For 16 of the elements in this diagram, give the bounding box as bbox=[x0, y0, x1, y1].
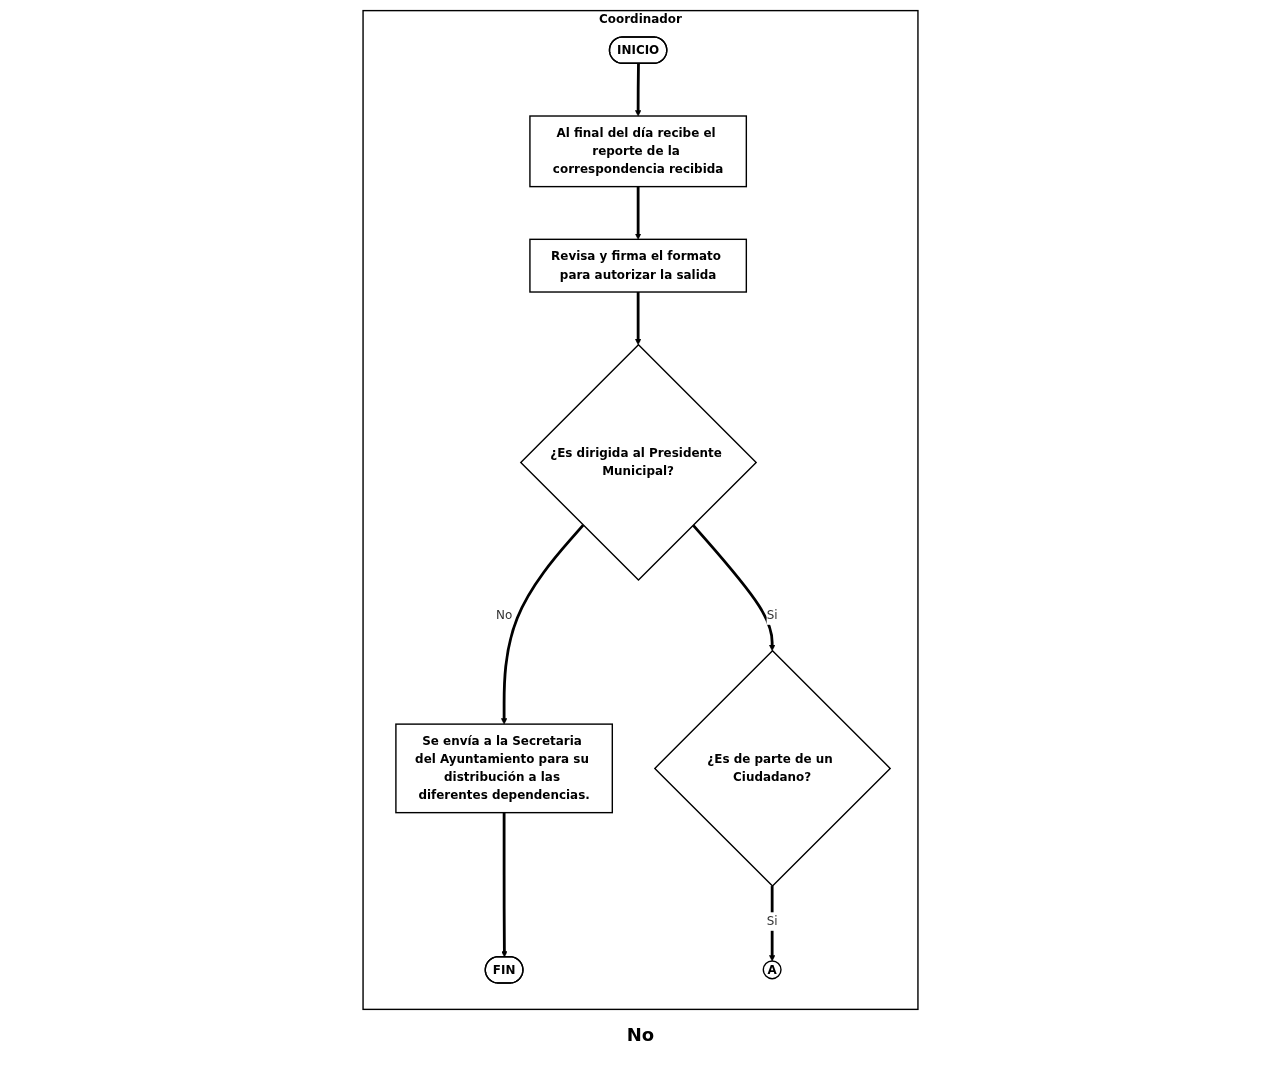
edge-label: Si bbox=[766, 607, 778, 622]
node-box: Revisa y firma el formato para autorizar la salida bbox=[529, 238, 748, 293]
arrow bbox=[635, 292, 642, 345]
node-diamond: ¿Es de parte de un Ciudadano? bbox=[653, 649, 892, 888]
arrow bbox=[692, 524, 776, 651]
edge-label: Si bbox=[766, 913, 778, 928]
node-circle: A bbox=[762, 960, 782, 980]
arrow bbox=[635, 63, 642, 117]
arrow bbox=[501, 812, 508, 958]
arrow bbox=[501, 524, 585, 725]
node-diamond: ¿Es dirigida al Presidente Municipal? bbox=[519, 343, 758, 582]
edge-label: No bbox=[495, 607, 513, 622]
note-text: No bbox=[626, 1024, 655, 1045]
node-box: Al final del día recibe el reporte de la correspondencia recibida bbox=[529, 115, 748, 188]
arrow bbox=[635, 186, 642, 240]
node-box: Se envía a la Secretaria del Ayuntamiento para su distribución a las diferentes dependencias. bbox=[395, 723, 613, 814]
